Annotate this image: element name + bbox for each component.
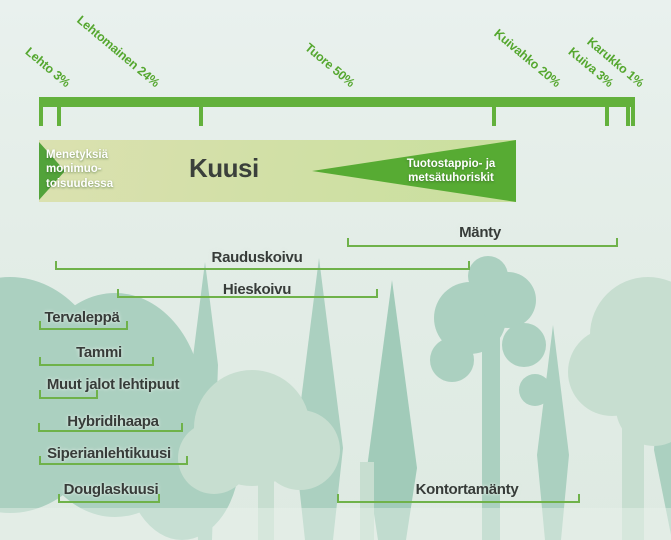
species-label: Muut jalot lehtipuut xyxy=(46,376,180,393)
axis-tick xyxy=(39,106,43,126)
species-range-bracket xyxy=(39,456,188,465)
species-range-bracket xyxy=(58,494,160,503)
note-line: toisuudessa xyxy=(46,177,114,190)
kuusi-species-label: Kuusi xyxy=(189,153,259,183)
species-label: Kontortamänty xyxy=(415,481,519,498)
species-label: Tervaleppä xyxy=(44,309,120,326)
axis-tick xyxy=(492,106,496,126)
note-line: metsätuhoriskit xyxy=(408,172,494,185)
spruce-tree-dark-icon xyxy=(367,280,417,540)
axis-tick xyxy=(57,106,61,126)
species-range-bracket xyxy=(55,261,470,270)
species-range-bracket xyxy=(337,494,580,503)
axis-tick xyxy=(626,106,630,126)
species-range-bracket xyxy=(39,357,154,366)
species-label: Hieskoivu xyxy=(222,281,292,298)
species-range-bracket xyxy=(39,321,128,330)
species-label: Rauduskoivu xyxy=(211,249,303,266)
axis-tick xyxy=(199,106,203,126)
species-range-bracket xyxy=(117,289,378,298)
species-label: Hybridihaapa xyxy=(67,413,159,430)
kuusi-suitability-band: Menetyksiä monimuo- toisuudessa Kuusi Tu… xyxy=(39,140,516,202)
species-label: Tammi xyxy=(76,344,122,361)
axis-tick xyxy=(605,106,609,126)
pine-tree-mid-icon xyxy=(430,256,671,540)
note-line: Tuotostappio- ja xyxy=(406,158,496,170)
species-label: Siperianlehtikuusi xyxy=(47,445,171,462)
note-line: Menetyksiä xyxy=(46,149,109,161)
ground-highlight xyxy=(0,508,671,540)
biodiversity-loss-arrow-icon xyxy=(39,142,65,200)
note-line: monimuo- xyxy=(46,163,102,176)
damage-risk-note: Tuotostappio- ja metsätuhoriskit xyxy=(376,157,526,186)
light-trees-icon xyxy=(178,277,671,540)
species-range-bracket xyxy=(38,423,183,432)
biodiversity-loss-note: Menetyksiä monimuo- toisuudessa xyxy=(46,148,113,191)
damage-risk-arrow-icon xyxy=(312,140,516,202)
species-label: Mänty xyxy=(459,224,501,241)
species-range-bracket xyxy=(39,390,98,399)
axis-tick xyxy=(631,106,635,126)
site-type-axis-bar xyxy=(39,97,635,107)
species-range-bracket xyxy=(347,238,618,247)
species-label: Douglaskuusi xyxy=(63,481,159,498)
